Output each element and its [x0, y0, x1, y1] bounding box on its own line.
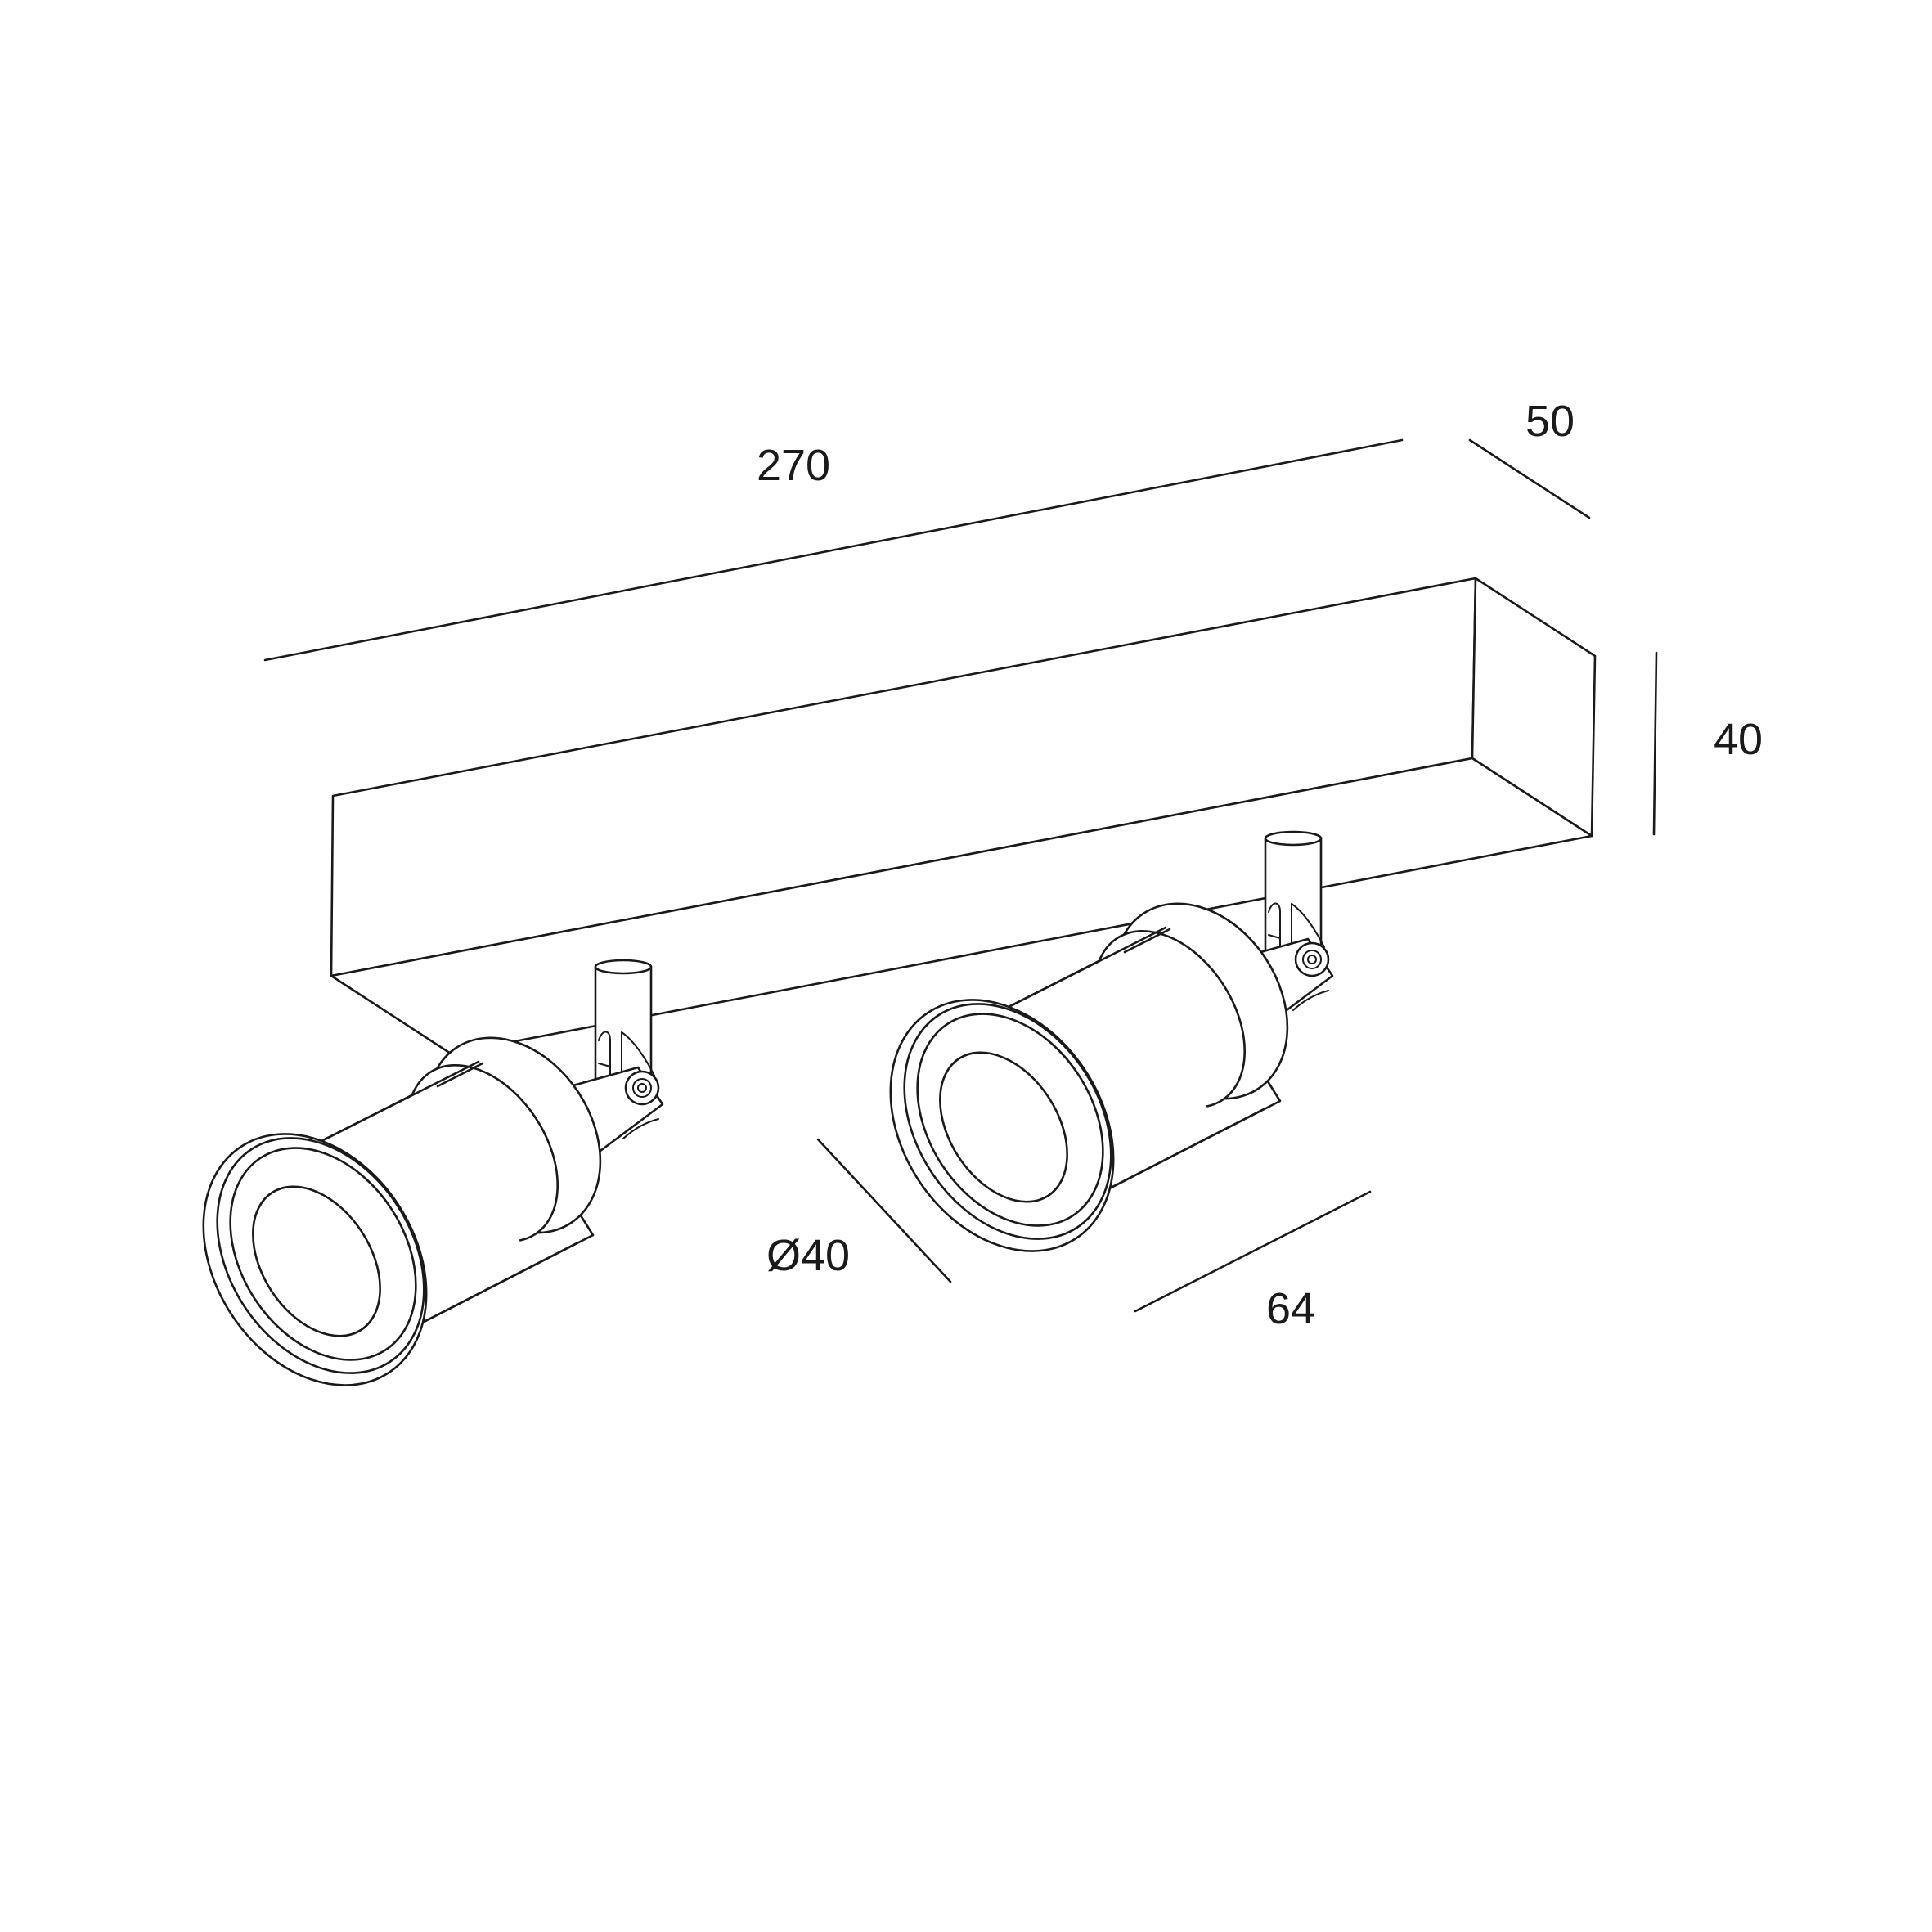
dim-line-depth [1468, 438, 1591, 519]
pivot-screw-right [1294, 941, 1330, 977]
pivot-screw-left [624, 1070, 660, 1106]
lens-left [252, 1185, 381, 1337]
mount-post-right [1264, 837, 1323, 959]
spotlight-right [889, 830, 1334, 1252]
mount-post-left [594, 965, 653, 1087]
spotlight-left [202, 959, 664, 1386]
lens-right [939, 1051, 1068, 1203]
dim-label-height: 40 [1714, 715, 1763, 764]
dim-label-diameter: Ø40 [766, 1231, 850, 1280]
dim-line-spot-length [1134, 1190, 1372, 1313]
dim-line-length [263, 438, 1404, 662]
base-bar [330, 577, 1597, 1055]
dim-label-depth: 50 [1525, 397, 1575, 446]
dim-line-diameter [816, 1138, 952, 1283]
dim-line-height [1652, 651, 1658, 836]
mount-post-top-left [594, 959, 653, 975]
mount-post-top-right [1264, 830, 1323, 847]
dim-label-length: 270 [757, 441, 830, 490]
dim-label-spot-length: 64 [1266, 1284, 1315, 1333]
